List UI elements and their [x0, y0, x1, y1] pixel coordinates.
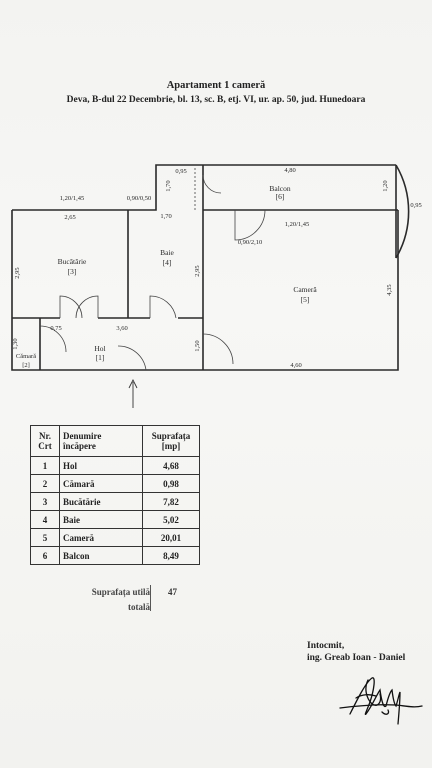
dim-label: 4,60 — [290, 362, 301, 369]
room-number-hall: [1] — [96, 353, 105, 362]
dim-label: 1,20/1,45 — [60, 195, 85, 202]
room-labels: Bucătărie [3] Baie [4] Cameră [5] Balcon… — [16, 184, 317, 369]
room-name-bath: Baie — [160, 248, 174, 257]
room-name-balcony: Balcon — [269, 184, 290, 193]
cell-nr: 5 — [30, 528, 60, 547]
dim-label: 1,20 — [382, 180, 389, 191]
wall-outer — [11, 210, 399, 371]
room-number-pantry: [2] — [22, 362, 30, 369]
dim-label: 0,75 — [50, 325, 61, 332]
cell-name: Hol — [59, 456, 143, 475]
room-number-living: [5] — [301, 295, 310, 304]
table-row: 4 Baie 5,02 — [30, 510, 200, 529]
dim-label: 1,70 — [160, 213, 171, 220]
dim-label: 0,90/0,50 — [127, 195, 152, 202]
cell-name: Baie — [59, 510, 143, 529]
dim-label: 0,95 — [175, 168, 186, 175]
dim-label: 3,60 — [116, 325, 127, 332]
plan-walls — [11, 164, 410, 371]
document-address: Deva, B-dul 22 Decembrie, bl. 13, sc. B,… — [66, 95, 366, 105]
table-row: 5 Cameră 20,01 — [30, 528, 200, 547]
room-number-kitchen: [3] — [68, 267, 77, 276]
total-label-line2: totală — [128, 602, 150, 612]
dim-label: 2,95 — [194, 265, 201, 276]
dim-label: 0,90/2,10 — [238, 239, 263, 246]
door-swings — [39, 168, 266, 371]
wall-outer-top — [12, 164, 396, 211]
room-name-kitchen: Bucătărie — [58, 257, 87, 266]
room-name-living: Cameră — [293, 285, 317, 294]
cell-nr: 3 — [30, 492, 60, 511]
document-title: Apartament 1 cameră — [166, 80, 266, 91]
total-area-label: Suprafața utilă totală — [60, 585, 150, 615]
entrance-arrow — [128, 378, 138, 408]
header-nr: Nr.Crt — [30, 425, 60, 457]
cell-name: Bucătărie — [59, 492, 143, 511]
room-name-pantry: Cămară — [16, 353, 36, 360]
table-row: 2 Cămară 0,98 — [30, 474, 200, 493]
room-name-bath-number: [4] — [163, 258, 172, 267]
cell-nr: 6 — [30, 546, 60, 565]
author-label: Intocmit, — [307, 641, 345, 651]
dim-label: 2,65 — [64, 214, 75, 221]
dim-label: 1,70 — [165, 180, 172, 191]
dim-label: 1,30 — [12, 338, 19, 349]
total-label-line1: Suprafața utilă — [91, 587, 150, 597]
cell-area: 8,49 — [142, 546, 200, 565]
cell-name: Cămară — [59, 474, 143, 493]
author-name: ing. Greab Ioan - Daniel — [307, 653, 406, 663]
dim-label: 0,95 — [410, 202, 421, 209]
table-row: 1 Hol 4,68 — [30, 456, 200, 475]
cell-area: 0,98 — [142, 474, 200, 493]
dim-label: 2,95 — [14, 267, 21, 278]
cell-area: 4,68 — [142, 456, 200, 475]
cell-area: 20,01 — [142, 528, 200, 547]
total-area-value: 47 — [168, 587, 177, 597]
room-name-hall: Hol — [94, 344, 105, 353]
cell-nr: 1 — [30, 456, 60, 475]
total-separator — [150, 585, 151, 611]
dim-label: 4,35 — [386, 284, 393, 295]
dim-label: 1,50 — [194, 340, 201, 351]
cell-name: Balcon — [59, 546, 143, 565]
dim-label: 1,20/1,45 — [285, 221, 310, 228]
header-area: Suprafața[mp] — [142, 425, 200, 457]
cell-nr: 4 — [30, 510, 60, 529]
table-row: 3 Bucătărie 7,82 — [30, 492, 200, 511]
balcony-arc — [395, 164, 410, 259]
cell-area: 5,02 — [142, 510, 200, 529]
dimension-labels: 1,20/1,45 0,90/0,50 0,95 4,80 0,95 2,65 … — [12, 167, 422, 369]
room-number-balcony: [6] — [276, 192, 285, 201]
cell-area: 7,82 — [142, 492, 200, 511]
table-row: 6 Balcon 8,49 — [30, 546, 200, 565]
dim-label: 4,80 — [284, 167, 295, 174]
cell-name: Cameră — [59, 528, 143, 547]
cell-nr: 2 — [30, 474, 60, 493]
signature-image — [339, 677, 423, 725]
